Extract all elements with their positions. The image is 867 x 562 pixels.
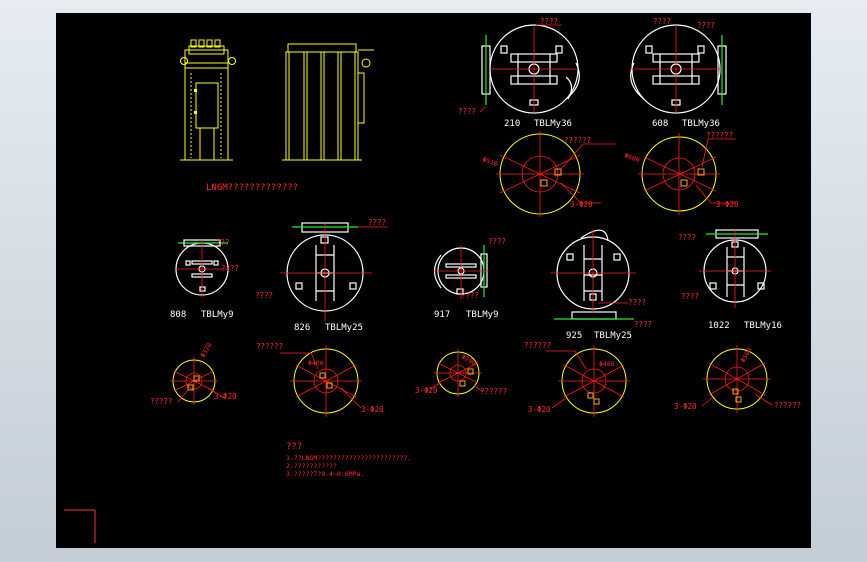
- top-view-1022-size: 1022: [708, 321, 730, 331]
- top-view-808-model: TBLMy9: [201, 310, 234, 320]
- main-title: LNGM?????????????: [206, 183, 298, 193]
- top-view-1022: ???? ???? 1022 TBLMy16: [678, 229, 782, 331]
- callout-808-top: ???: [216, 238, 230, 247]
- callout-808-right: ????: [221, 264, 239, 273]
- hole-210-dim: Φ510: [481, 155, 499, 168]
- hole-view-917: Φ200 3-Φ20 ??????: [415, 349, 507, 397]
- note-1: 1.??LNGM???????????????????????.: [286, 454, 411, 462]
- callout-925-right: ????: [628, 298, 646, 307]
- notes-heading: ???: [286, 442, 302, 452]
- hole-view-1022: Φ500 3-Φ20 ??????: [674, 345, 801, 413]
- hole-view-826: ?????? Φ400 3-Φ20: [256, 342, 384, 417]
- hole-917-callout: ??????: [480, 387, 507, 396]
- hole-826-dim: Φ400: [308, 359, 324, 367]
- callout-608-right: ????: [697, 21, 715, 30]
- side-elevation-view: [282, 43, 374, 161]
- hole-view-608: ?????? Φ600 3-Φ20: [623, 131, 739, 215]
- top-view-808-size: 808: [170, 310, 186, 320]
- callout-210-side: ????: [458, 107, 476, 116]
- hole-808-callout: ?????: [150, 397, 173, 406]
- hole-808-dim: Φ320: [199, 341, 214, 359]
- top-view-1022-model: TBLMy16: [744, 321, 782, 331]
- top-view-210-model: TBLMy36: [534, 119, 572, 129]
- hole-608-spec: 3-Φ20: [716, 200, 739, 209]
- top-view-917-model: TBLMy9: [466, 310, 499, 320]
- hole-917-spec: 3-Φ20: [415, 386, 438, 395]
- hole-925-callout: ??????: [524, 341, 551, 350]
- top-view-608: ???? ???? 608 TBLMy36: [630, 17, 727, 129]
- hole-view-210: ?????? Φ510 3-Φ20: [481, 131, 616, 217]
- drawing-canvas[interactable]: LNGM????????????? ???? ???? 210 TBLMy36: [56, 13, 811, 548]
- top-view-826-model: TBLMy25: [325, 323, 363, 333]
- callout-608-top: ????: [653, 17, 671, 26]
- hole-view-808: Φ320 ????? 3-Φ20: [150, 341, 237, 406]
- callout-210-top: ????: [540, 17, 558, 26]
- callout-1022-top: ????: [678, 233, 696, 242]
- hole-view-925: ?????? Φ480 3-Φ20: [524, 341, 630, 417]
- top-view-925: ???? ???? 925 TBLMy25: [550, 229, 652, 341]
- cad-drawing: LNGM????????????? ???? ???? 210 TBLMy36: [64, 17, 801, 543]
- note-2: 2.???????????: [286, 462, 337, 470]
- hole-1022-callout: ??????: [774, 401, 801, 410]
- top-view-925-model: TBLMy25: [594, 331, 632, 341]
- top-view-608-size: 608: [652, 119, 668, 129]
- hole-925-spec: 3-Φ20: [528, 405, 551, 414]
- hole-1022-spec: 3-Φ20: [674, 402, 697, 411]
- top-view-210-size: 210: [504, 119, 520, 129]
- top-view-917-size: 917: [434, 310, 450, 320]
- notes-block: ??? 1.??LNGM???????????????????????. 2.?…: [286, 442, 411, 478]
- hole-808-spec: 3-Φ20: [214, 392, 237, 401]
- top-view-826-size: 826: [294, 323, 310, 333]
- top-view-925-size: 925: [566, 331, 582, 341]
- top-view-608-model: TBLMy36: [682, 119, 720, 129]
- callout-925-bottom: ????: [634, 320, 652, 329]
- hole-608-dim: Φ600: [623, 151, 641, 164]
- callout-1022-left: ????: [681, 292, 699, 301]
- ucs-corner-marker: [64, 509, 96, 543]
- hole-925-dim: Φ480: [599, 360, 615, 368]
- callout-917-bottom: ????: [461, 291, 479, 300]
- callout-826-left: ????: [255, 291, 273, 300]
- top-view-917: ???? ???? 917 TBLMy9: [433, 237, 506, 320]
- note-3: 3.?????7?0.4~0.6MPa.: [286, 470, 364, 478]
- hole-608-callout: ??????: [706, 131, 733, 140]
- callout-917-top: ????: [488, 237, 506, 246]
- hole-826-spec: 3-Φ20: [361, 405, 384, 414]
- hole-210-callout: ??????: [564, 136, 591, 145]
- front-elevation-view: [180, 39, 236, 161]
- top-view-808: ??? ???? 808 TBLMy9: [170, 238, 239, 320]
- hole-210-spec: 3-Φ20: [570, 200, 593, 209]
- hole-917-dim: Φ200: [460, 353, 478, 368]
- callout-826-top: ????: [368, 218, 386, 227]
- hole-826-callout: ??????: [256, 342, 283, 351]
- top-view-826: ???? ???? 826 TBLMy25: [255, 218, 388, 333]
- top-view-210: ???? ???? 210 TBLMy36: [458, 17, 580, 129]
